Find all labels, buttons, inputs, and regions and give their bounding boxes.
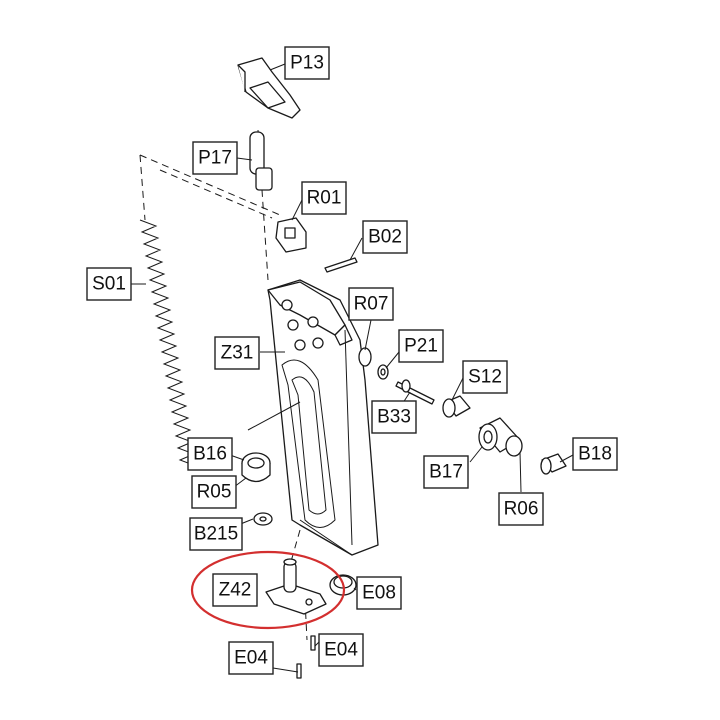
svg-text:B215: B215 bbox=[194, 524, 238, 545]
part-b02 bbox=[324, 257, 358, 273]
callout-b17: B17 bbox=[423, 455, 469, 489]
part-p17 bbox=[249, 131, 273, 191]
part-b33 bbox=[395, 379, 435, 405]
callout-e04-right: E04 bbox=[318, 633, 364, 667]
part-b215 bbox=[253, 512, 273, 526]
highlight-ellipse bbox=[190, 550, 346, 630]
svg-text:B33: B33 bbox=[377, 407, 411, 428]
part-b17 bbox=[478, 417, 523, 457]
svg-text:E04: E04 bbox=[324, 640, 358, 661]
callout-s01: S01 bbox=[86, 267, 132, 301]
part-z42 bbox=[265, 558, 327, 615]
callout-b02: B02 bbox=[362, 220, 408, 254]
callout-r06: R06 bbox=[498, 492, 544, 526]
callout-z42: Z42 bbox=[212, 573, 258, 607]
svg-text:E08: E08 bbox=[362, 583, 396, 604]
leader-lines bbox=[131, 63, 574, 673]
svg-text:P21: P21 bbox=[404, 336, 438, 357]
part-r01 bbox=[275, 217, 307, 253]
callout-s12: S12 bbox=[462, 360, 508, 394]
spring-s01 bbox=[139, 219, 197, 467]
callout-r05: R05 bbox=[191, 475, 237, 509]
svg-text:P17: P17 bbox=[198, 148, 232, 169]
callout-b16: B16 bbox=[187, 437, 233, 471]
svg-text:R06: R06 bbox=[504, 499, 539, 520]
svg-text:S12: S12 bbox=[468, 367, 502, 388]
part-p13 bbox=[237, 57, 301, 119]
callout-p13: P13 bbox=[284, 46, 330, 80]
callout-r07: R07 bbox=[348, 287, 394, 321]
callout-b18: B18 bbox=[572, 437, 618, 471]
part-b18 bbox=[540, 453, 567, 475]
callout-p21: P21 bbox=[398, 329, 444, 363]
svg-text:B17: B17 bbox=[429, 462, 463, 483]
callout-p17: P17 bbox=[192, 141, 238, 175]
svg-text:Z31: Z31 bbox=[221, 343, 254, 364]
callout-e04-left: E04 bbox=[228, 641, 274, 675]
svg-text:R07: R07 bbox=[354, 294, 389, 315]
svg-text:B16: B16 bbox=[193, 444, 227, 465]
svg-text:B18: B18 bbox=[578, 444, 612, 465]
callout-r01: R01 bbox=[301, 181, 347, 215]
part-r07 bbox=[358, 347, 372, 367]
svg-text:S01: S01 bbox=[92, 274, 126, 295]
part-e04-screws bbox=[296, 635, 316, 679]
svg-text:E04: E04 bbox=[234, 648, 268, 669]
svg-text:P13: P13 bbox=[290, 53, 324, 74]
callout-z31: Z31 bbox=[214, 336, 260, 370]
svg-text:B02: B02 bbox=[368, 227, 402, 248]
svg-text:Z42: Z42 bbox=[219, 580, 252, 601]
callout-e08: E08 bbox=[356, 576, 402, 610]
part-p21 bbox=[377, 364, 389, 380]
part-z31-magazine-body bbox=[267, 279, 379, 556]
svg-text:R01: R01 bbox=[307, 188, 342, 209]
part-s12 bbox=[442, 395, 471, 418]
callout-b215: B215 bbox=[189, 517, 243, 551]
callout-b33: B33 bbox=[371, 400, 417, 434]
part-b16-r05 bbox=[241, 452, 271, 483]
svg-text:R05: R05 bbox=[197, 482, 232, 503]
